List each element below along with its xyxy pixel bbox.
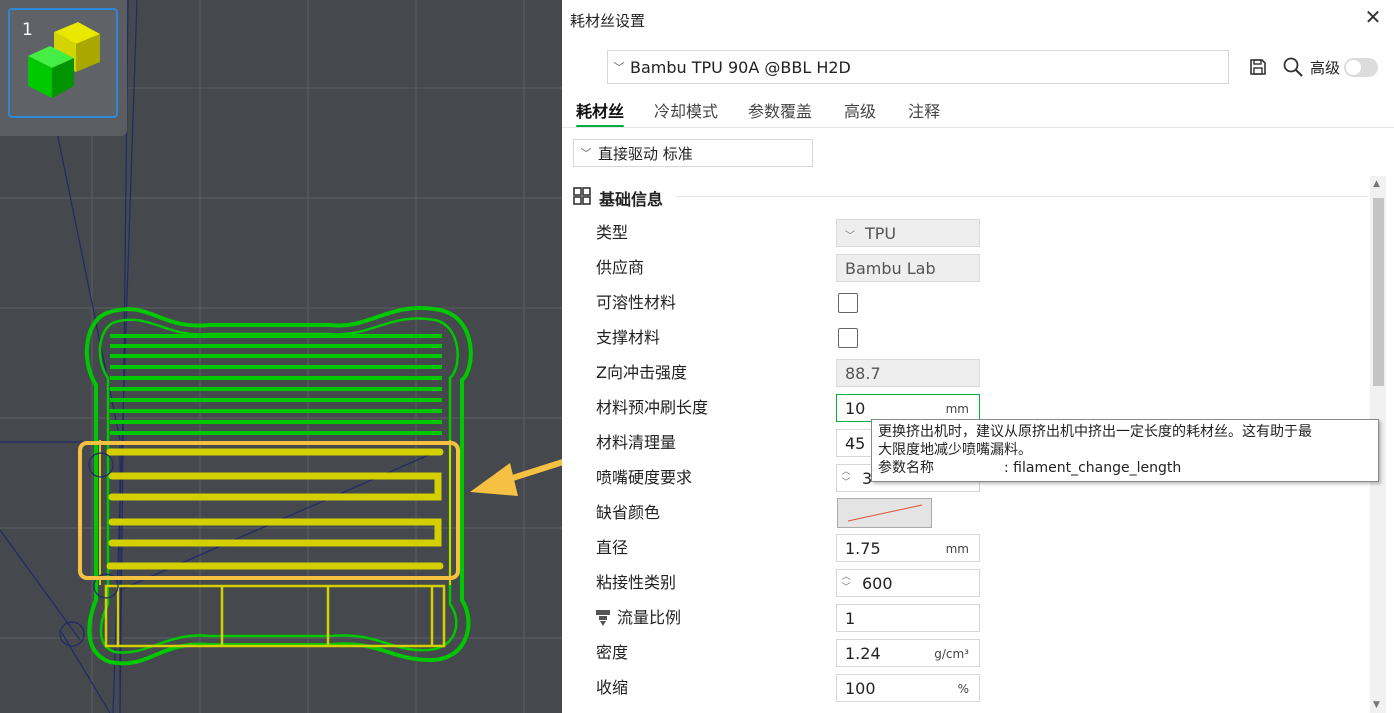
tooltip-key-value: : filament_change_length [1004, 460, 1182, 476]
vendor-label: 供应商 [596, 258, 645, 277]
diameter-input[interactable]: 1.75 mm [836, 534, 980, 562]
z-impact-label: Z向冲击强度 [596, 363, 687, 382]
3d-viewport[interactable]: 1 [0, 0, 562, 713]
section-divider [676, 196, 1368, 197]
tooltip-line-1: 更换挤出机时，建议从原挤出机中挤出一定长度的耗材丝。这有助于最 [878, 424, 1312, 440]
density-label: 密度 [596, 643, 629, 662]
adhesion-stepper[interactable]: ︿﹀ 600 [836, 569, 980, 597]
tab-overrides[interactable]: 参数覆盖 [748, 102, 813, 121]
adhesion-label: 粘接性类别 [596, 573, 677, 592]
section-header-basic-info: 基础信息 [572, 185, 1368, 209]
advanced-label: 高级 [1310, 59, 1341, 77]
extruder-dropdown[interactable]: ﹀ 直接驱动 标准 [573, 139, 813, 167]
search-icon[interactable] [1282, 56, 1304, 78]
flow-ratio-label: 流量比例 [617, 608, 682, 627]
tooltip-key-row: 参数名称 : filament_change_length [878, 459, 1372, 477]
tab-notes[interactable]: 注释 [908, 102, 941, 121]
support-label: 支撑材料 [596, 328, 661, 347]
stepper-arrows-icon[interactable]: ︿﹀ [841, 467, 851, 488]
save-icon[interactable] [1248, 57, 1268, 77]
parameter-tooltip: 更换挤出机时，建议从原挤出机中挤出一定长度的耗材丝。这有助于最 大限度地减少喷嘴… [871, 419, 1379, 482]
plate-model-icon [28, 22, 100, 98]
tab-advanced[interactable]: 高级 [844, 102, 877, 121]
color-swatch-preview [847, 504, 923, 522]
tooltip-line-2: 大限度地减少喷嘴漏料。 [878, 442, 1032, 458]
preset-dropdown[interactable]: ﹀ Bambu TPU 90A @BBL H2D [607, 50, 1229, 84]
grid-icon [573, 187, 591, 205]
soluble-label: 可溶性材料 [596, 293, 677, 312]
density-input[interactable]: 1.24 g/cm³ [836, 639, 980, 667]
plate-number: 1 [22, 20, 33, 40]
diameter-label: 直径 [596, 538, 629, 557]
default-color-label: 缺省颜色 [596, 503, 661, 522]
shrinkage-label: 收缩 [596, 678, 629, 697]
preset-name: Bambu TPU 90A @BBL H2D [630, 57, 851, 77]
chevron-down-icon: ﹀ [580, 147, 592, 160]
highlight-box [78, 441, 460, 580]
chevron-down-icon: ﹀ [845, 231, 855, 242]
scroll-down-icon[interactable]: ▼ [1373, 700, 1380, 710]
chevron-down-icon: ﹀ [613, 61, 625, 74]
tooltip-key-label: 参数名称 [878, 460, 934, 476]
type-dropdown: ﹀ TPU [836, 219, 980, 247]
dialog-title: 耗材丝设置 [570, 12, 646, 30]
prime-length-label: 材料预冲刷长度 [596, 398, 709, 417]
vendor-field: Bambu Lab [836, 254, 980, 282]
type-label: 类型 [596, 223, 629, 242]
flow-ratio-input[interactable]: 1 [836, 604, 980, 632]
prime-length-input[interactable]: 10 mm [836, 394, 980, 422]
arrow-icon [470, 459, 562, 496]
close-button[interactable]: ✕ [1364, 5, 1382, 29]
tab-cooling[interactable]: 冷却模式 [654, 102, 719, 121]
extruder-name: 直接驱动 标准 [598, 144, 693, 163]
tab-filament[interactable]: 耗材丝 [576, 98, 625, 128]
tab-divider [562, 127, 1394, 128]
flush-volume-label: 材料清理量 [596, 433, 677, 452]
z-impact-field: 88.7 [836, 359, 980, 387]
filament-settings-dialog: 耗材丝设置 ✕ ﹀ Bambu TPU 90A @BBL H2D 高级 耗材丝 … [562, 0, 1394, 713]
stepper-arrows-icon[interactable]: ︿﹀ [841, 572, 851, 593]
scroll-up-icon[interactable]: ▲ [1373, 179, 1380, 189]
advanced-toggle[interactable] [1344, 58, 1378, 77]
color-swatch-button[interactable] [837, 498, 932, 528]
section-title: 基础信息 [599, 190, 664, 209]
tab-bar: 耗材丝 冷却模式 参数覆盖 高级 注释 [562, 98, 940, 128]
shrinkage-input[interactable]: 100 % [836, 674, 980, 702]
scroll-thumb[interactable] [1373, 198, 1384, 386]
nozzle-icon [596, 610, 610, 626]
support-checkbox[interactable] [838, 328, 858, 348]
nozzle-hardness-label: 喷嘴硬度要求 [596, 468, 693, 487]
soluble-checkbox[interactable] [838, 293, 858, 313]
plate-thumbnail[interactable]: 1 [0, 0, 127, 136]
